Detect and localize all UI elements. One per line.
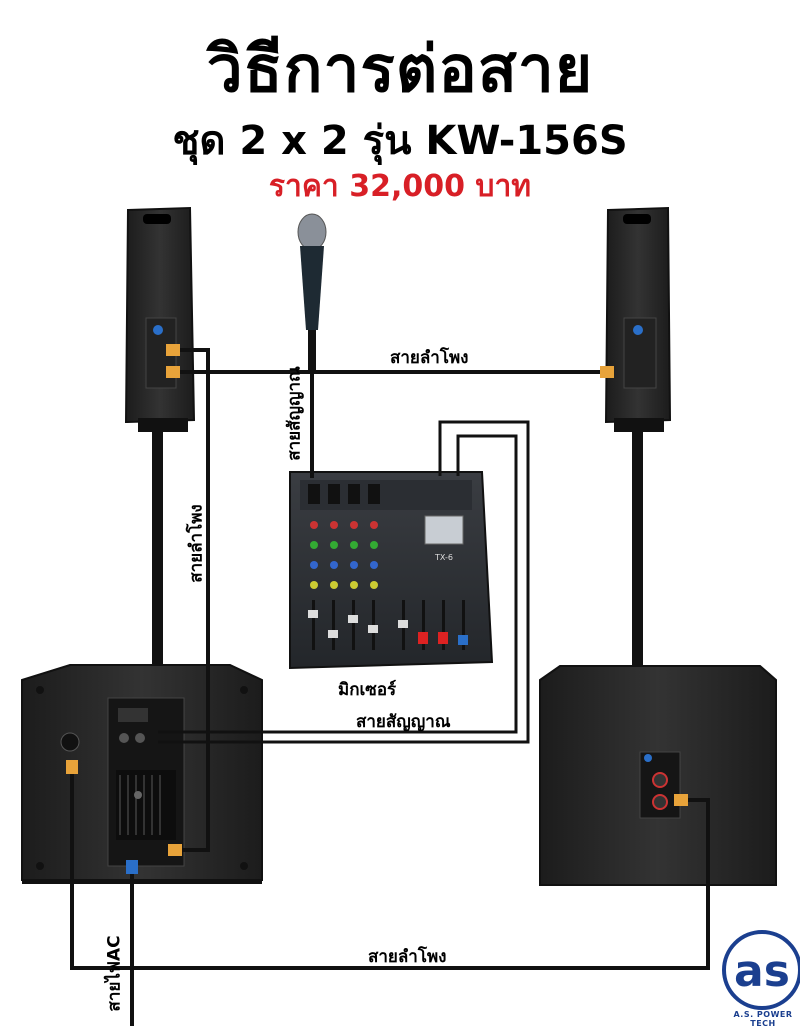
connector	[166, 366, 180, 378]
signal-cable-label-vertical: สายสัญญาณ	[284, 366, 305, 461]
signal-cable-label-horizontal: สายสัญญาณ	[356, 712, 451, 732]
model-subtitle: ชุด 2 x 2 รุ่น KW-156S	[172, 118, 628, 164]
brand-name: A.S. POWER TECH	[733, 1010, 793, 1028]
left-speaker-pole	[152, 420, 163, 670]
page-title: วิธีการต่อสาย	[206, 33, 594, 107]
connector	[674, 794, 688, 806]
microphone	[297, 213, 327, 370]
speaker-cable-label-left: สายลำโพง	[186, 504, 207, 583]
price-label: ราคา 32,000 บาท	[268, 169, 532, 204]
right-subwoofer	[539, 665, 777, 886]
speaker-cable-label-bottom: สายลำโพง	[368, 947, 447, 967]
connector	[168, 844, 182, 856]
left-subwoofer	[21, 664, 263, 884]
brand-logo: as	[722, 930, 800, 1010]
connector	[600, 366, 614, 378]
mixer-display: TX-6	[434, 553, 453, 562]
right-column-speaker	[604, 206, 672, 432]
right-speaker-pole	[632, 420, 643, 670]
ac-cable-label: สายไฟAC	[104, 935, 125, 1012]
mixer-label: มิกเซอร์	[338, 680, 397, 700]
left-column-speaker	[124, 206, 196, 432]
svg-text:as: as	[734, 946, 790, 997]
audio-mixer: TX-6	[289, 471, 494, 670]
connector	[166, 344, 180, 356]
cables	[70, 348, 710, 1026]
connector	[66, 760, 78, 774]
speaker-cable-label-top: สายลำโพง	[390, 348, 469, 368]
connector	[126, 860, 138, 874]
